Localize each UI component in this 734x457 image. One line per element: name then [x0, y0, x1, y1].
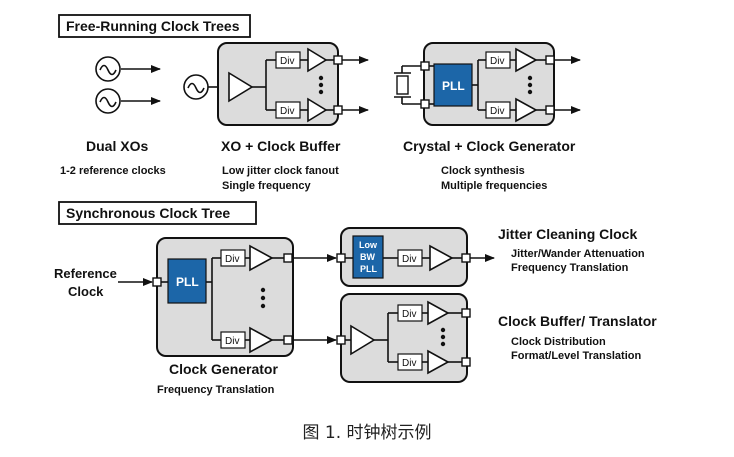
svg-text:BW: BW [360, 252, 375, 262]
dual-xos-title: Dual XOs [86, 138, 148, 154]
svg-text:Div: Div [402, 358, 416, 369]
dual-xos-desc: 1-2 reference clocks [60, 165, 166, 177]
pll-label: PLL [176, 275, 199, 289]
jitter-clean-title: Jitter Cleaning Clock [498, 226, 637, 242]
pll-block [167, 258, 207, 304]
sync-clock-generator-block: PLL Div Div [152, 237, 337, 357]
xo-buffer-title: XO + Clock Buffer [221, 138, 341, 154]
crystal-gen-title: Crystal + Clock Generator [403, 138, 576, 154]
pll-label: PLL [442, 79, 465, 93]
section-header-free-running-box [58, 14, 251, 38]
buffer-translator-block: Div Div [336, 293, 471, 383]
jitter-clean-desc-2: Frequency Translation [511, 262, 629, 274]
svg-text:Div: Div [280, 56, 294, 67]
svg-text:Div: Div [490, 106, 504, 117]
dual-xos-block [95, 56, 161, 114]
svg-text:Div: Div [280, 106, 294, 117]
clock-gen-desc: Frequency Translation [157, 384, 275, 396]
buffer-translator-desc-2: Format/Level Translation [511, 350, 641, 362]
clock-gen-title: Clock Generator [169, 361, 278, 377]
svg-text:Div: Div [490, 56, 504, 67]
xo-buffer-desc-1: Low jitter clock fanout [222, 165, 339, 177]
svg-text:PLL: PLL [360, 264, 378, 274]
xo-clock-buffer-block: Div Div [183, 42, 369, 126]
svg-text:Low: Low [359, 240, 378, 250]
xo-buffer-desc-2: Single frequency [222, 180, 312, 192]
crystal-gen-desc-1: Clock synthesis [441, 165, 525, 177]
reference-label-1: Reference [54, 266, 117, 281]
low-bw-pll-block [352, 235, 384, 279]
svg-text:Div: Div [225, 336, 239, 347]
jitter-clean-desc-1: Jitter/Wander Attenuation [511, 248, 645, 260]
buffer-translator-desc-1: Clock Distribution [511, 336, 606, 348]
section-header-free-running: Free-Running Clock Trees [66, 18, 240, 34]
svg-text:Div: Div [402, 254, 416, 265]
crystal-gen-desc-2: Multiple frequencies [441, 180, 547, 192]
section-header-synchronous-box [58, 201, 257, 225]
crystal-icon [396, 75, 409, 95]
figure-caption: 图 1. 时钟树示例 [302, 423, 432, 443]
svg-text:Div: Div [402, 309, 416, 320]
crystal-clock-generator-block: PLL Div Div [394, 42, 581, 126]
buffer-translator-title: Clock Buffer/ Translator [498, 313, 657, 329]
svg-text:Div: Div [225, 254, 239, 265]
clock-tree-diagram: Free-Running Clock Trees Synchronous Clo… [54, 14, 657, 396]
section-header-synchronous: Synchronous Clock Tree [66, 205, 230, 221]
jitter-cleaning-block: Low BW PLL Div [336, 227, 495, 287]
pll-block [433, 63, 473, 107]
reference-clock-input: Reference Clock [54, 266, 153, 299]
reference-label-2: Clock [68, 284, 104, 299]
